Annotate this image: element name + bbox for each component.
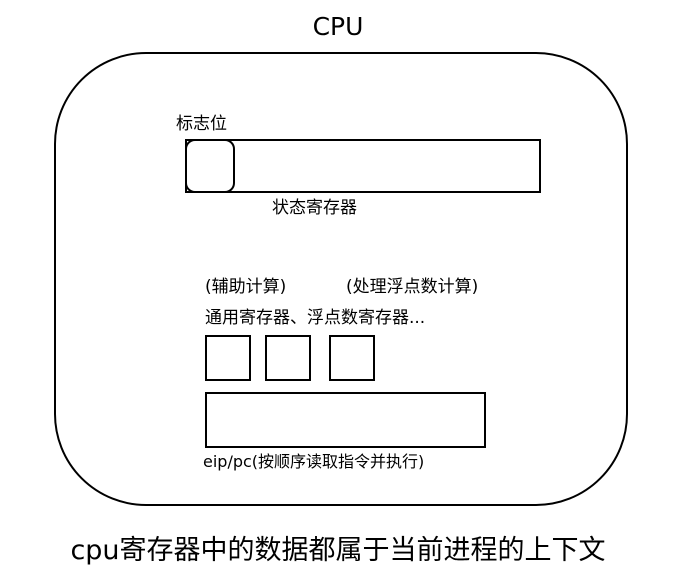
cpu-box (54, 52, 628, 506)
status-register-box (185, 139, 541, 193)
eip-register-box (205, 392, 486, 448)
caption: cpu寄存器中的数据都属于当前进程的上下文 (70, 535, 606, 566)
registers-label: 通用寄存器、浮点数寄存器... (205, 308, 426, 328)
flag-label: 标志位 (176, 114, 227, 134)
aux-calc-label: (辅助计算) (205, 277, 287, 297)
flag-bit-box (185, 139, 235, 193)
general-register-box (265, 335, 311, 381)
status-register-label: 状态寄存器 (272, 198, 357, 218)
eip-label: eip/pc(按顺序读取指令并执行) (203, 452, 425, 471)
cpu-title: CPU (312, 12, 364, 41)
float-register-box (329, 335, 375, 381)
general-register-box (205, 335, 251, 381)
float-calc-label: (处理浮点数计算) (346, 277, 479, 297)
